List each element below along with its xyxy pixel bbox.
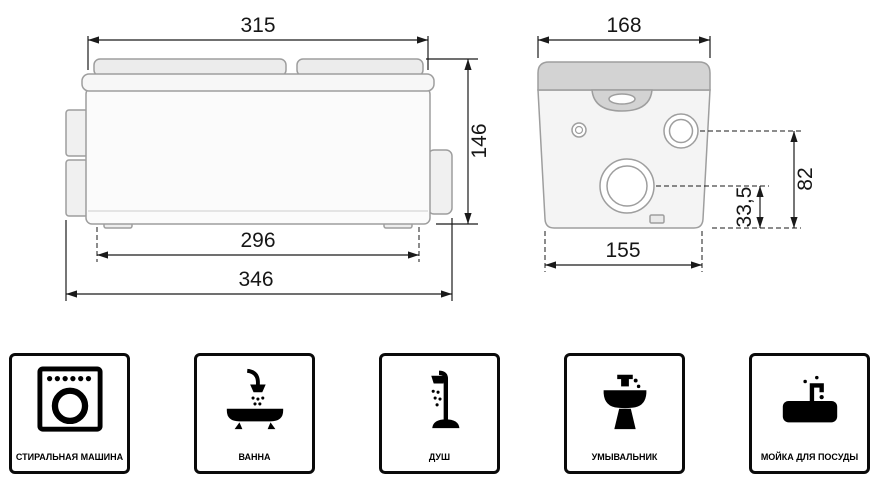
dim-front-base-width: 155 — [544, 231, 703, 272]
dim-label-front-base-width: 155 — [605, 239, 640, 262]
application-bathtub: ВАННА — [194, 353, 315, 474]
dim-front-outlet-height: 33,5 — [656, 185, 801, 229]
front-outlet-port-inner — [606, 165, 648, 207]
washing-machine-icon — [36, 366, 103, 432]
application-washbasin: УМЫВАЛЬНИК — [564, 353, 685, 474]
dim-side-top-width: 315 — [87, 14, 429, 70]
dim-front-top-width: 168 — [537, 14, 711, 58]
application-kitchen-sink: МОЙКА ДЛЯ ПОСУДЫ — [749, 353, 870, 474]
dim-label-front-top-width: 168 — [606, 14, 641, 37]
application-shower: ДУШ — [379, 353, 500, 474]
application-label: СТИРАЛЬНАЯ МАШИНА — [15, 452, 124, 463]
front-inlet-port-inner — [668, 118, 694, 144]
washbasin-icon — [603, 374, 646, 430]
application-label: ДУШ — [428, 452, 451, 463]
dim-side-base-width: 296 — [96, 227, 420, 262]
shower-icon — [430, 370, 459, 429]
front-cable-gland — [649, 214, 665, 224]
side-left-flange-lower — [65, 159, 89, 217]
application-label: УМЫВАЛЬНИК — [591, 452, 658, 463]
application-label: МОЙКА ДЛЯ ПОСУДЫ — [760, 452, 859, 463]
dim-label-side-base-width: 296 — [240, 229, 275, 252]
dim-label-side-top-width: 315 — [240, 14, 275, 37]
dim-label-side-height: 146 — [468, 123, 491, 158]
application-label: ВАННА — [238, 452, 271, 463]
dim-side-height: 146 — [426, 58, 491, 225]
front-screw-inner — [574, 125, 584, 135]
dim-side-overall-length: 346 — [65, 218, 453, 301]
front-screw — [571, 122, 587, 138]
side-view-body — [85, 87, 431, 225]
front-outlet-port-outer — [599, 158, 655, 214]
front-view — [537, 61, 711, 229]
bathtub-icon — [226, 368, 283, 430]
side-left-flange-upper — [65, 109, 89, 157]
side-right-tab — [427, 149, 453, 215]
dim-front-inlet-height: 82 — [700, 130, 817, 228]
application-icons-row: СТИРАЛЬНАЯ МАШИНА ВАННА — [0, 353, 879, 474]
dim-label-front-outlet-height: 33,5 — [733, 187, 756, 228]
technical-drawing: 315 146 296 346 — [65, 14, 817, 301]
front-vent-slot — [608, 93, 636, 105]
side-lid-rim — [81, 73, 435, 92]
front-lid — [537, 61, 711, 91]
application-washing-machine: СТИРАЛЬНАЯ МАШИНА — [9, 353, 130, 474]
dim-label-front-inlet-height: 82 — [794, 167, 817, 190]
kitchen-sink-icon — [782, 375, 837, 423]
side-view — [65, 58, 453, 229]
dim-label-side-overall-length: 346 — [238, 268, 273, 291]
